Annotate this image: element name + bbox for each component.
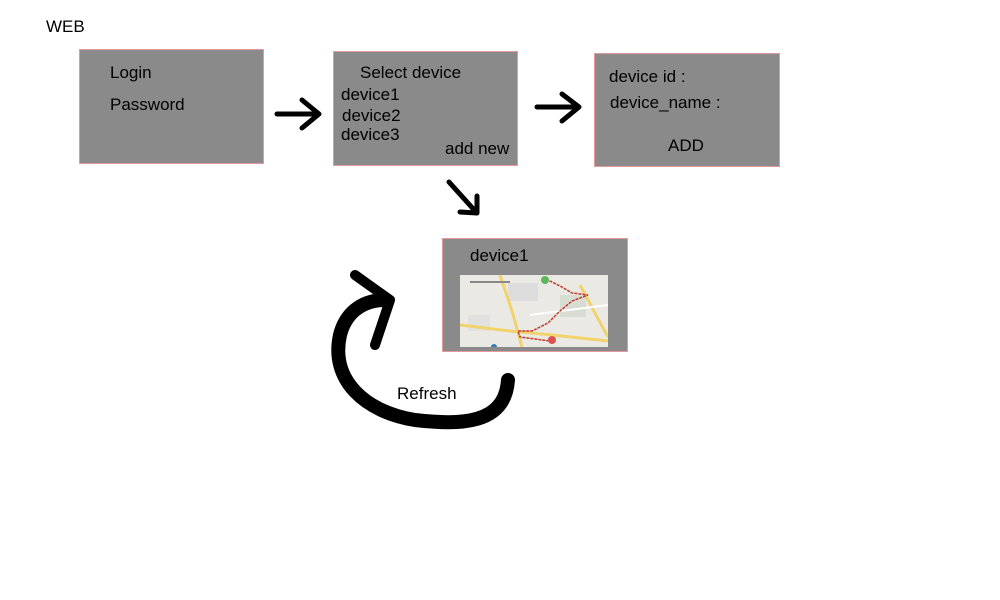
device-view-screen: device1: [442, 238, 628, 352]
refresh-loop-arrow: [331, 270, 515, 430]
arrow-login-to-select: [274, 97, 322, 131]
map-image: [459, 274, 610, 350]
arrow-select-to-add: [534, 91, 582, 124]
device-name-field[interactable]: device_name :: [610, 93, 721, 112]
device-list-item-2[interactable]: device2: [342, 106, 401, 125]
login-label[interactable]: Login: [110, 63, 152, 82]
map-thumbnail[interactable]: [459, 274, 610, 350]
diagram-title: WEB: [46, 17, 85, 36]
device-list-item-3[interactable]: device3: [341, 125, 400, 144]
arrow-select-to-device: [446, 179, 480, 216]
device-view-title: device1: [470, 246, 529, 265]
select-device-title: Select device: [360, 63, 462, 82]
device-id-field[interactable]: device id :: [609, 67, 686, 86]
device-list-item-1[interactable]: device1: [341, 85, 400, 104]
login-screen: Login Password: [79, 49, 264, 164]
refresh-label[interactable]: Refresh: [397, 384, 457, 403]
select-device-screen: Select device device1 device2 device3 ad…: [333, 51, 518, 166]
add-device-screen: device id : device_name : ADD: [594, 53, 780, 167]
add-new-link[interactable]: add new: [445, 139, 510, 158]
add-button[interactable]: ADD: [668, 136, 704, 155]
password-label[interactable]: Password: [110, 95, 185, 114]
